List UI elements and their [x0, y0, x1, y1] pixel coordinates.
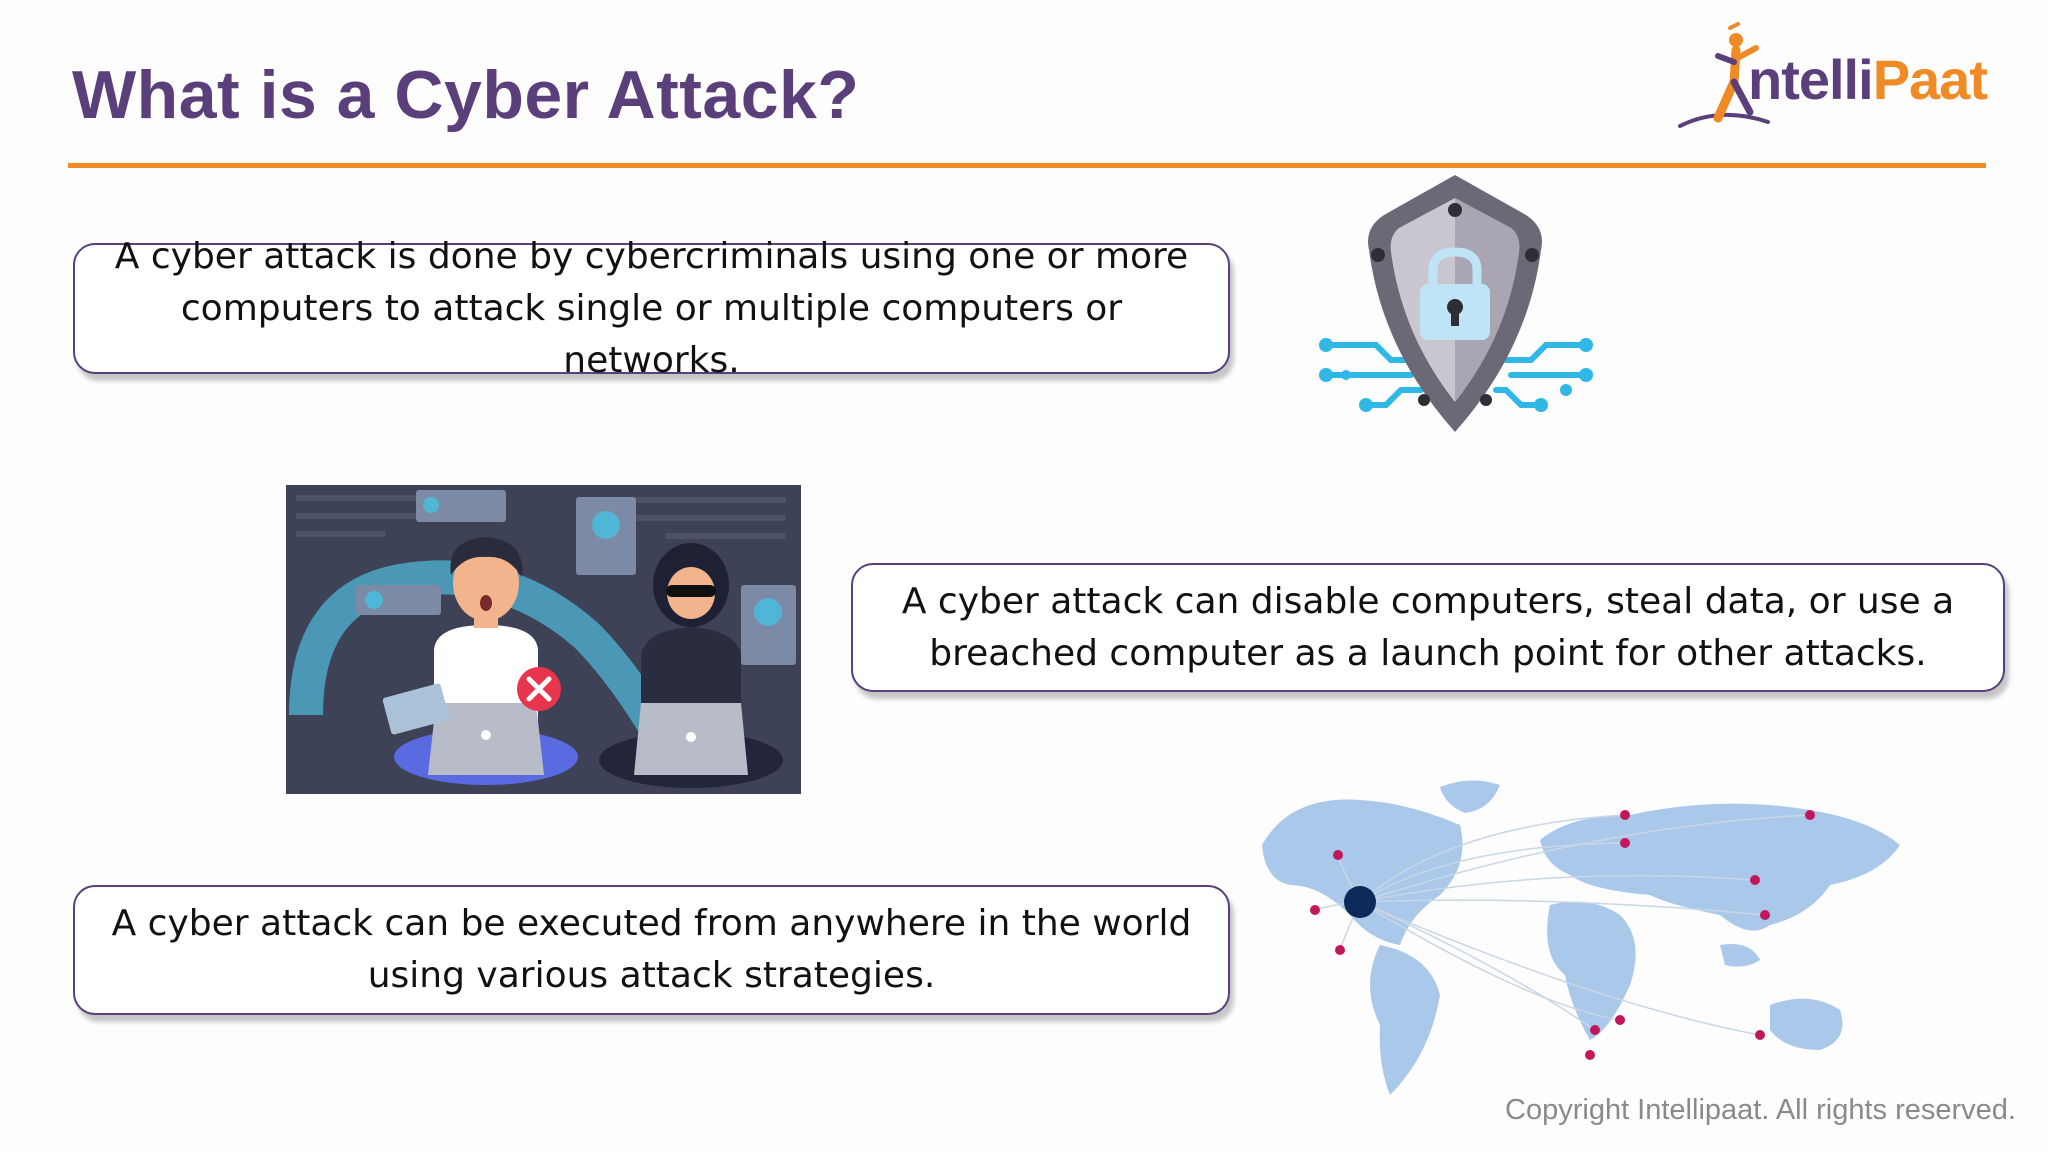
shield-lock-icon: [1319, 175, 1593, 432]
callout-effects-text: A cyber attack can disable computers, st…: [901, 580, 1955, 674]
callout-effects: A cyber attack can disable computers, st…: [851, 563, 2005, 692]
slide-title: What is a Cyber Attack?: [72, 57, 860, 133]
jumping-person-logo-icon: [1678, 22, 1770, 128]
title-divider: [68, 163, 1986, 168]
callout-definition-text: A cyber attack is done by cybercriminals…: [114, 235, 1189, 381]
world-attack-map-illustration: [1262, 780, 1900, 1095]
callout-anywhere: A cyber attack can be executed from anyw…: [73, 885, 1230, 1015]
callout-definition: A cyber attack is done by cybercriminals…: [73, 236, 1230, 381]
logo-brand-part1: ntelli: [1748, 48, 1874, 111]
intellipaat-logo: ntelliPaat: [1672, 22, 2002, 138]
logo-brand-part2: Paat: [1872, 48, 1988, 111]
hacker-and-victim-illustration: [286, 485, 801, 794]
callout-anywhere-text: A cyber attack can be executed from anyw…: [111, 903, 1192, 996]
copyright-footer: Copyright Intellipaat. All rights reserv…: [1505, 1094, 2016, 1126]
